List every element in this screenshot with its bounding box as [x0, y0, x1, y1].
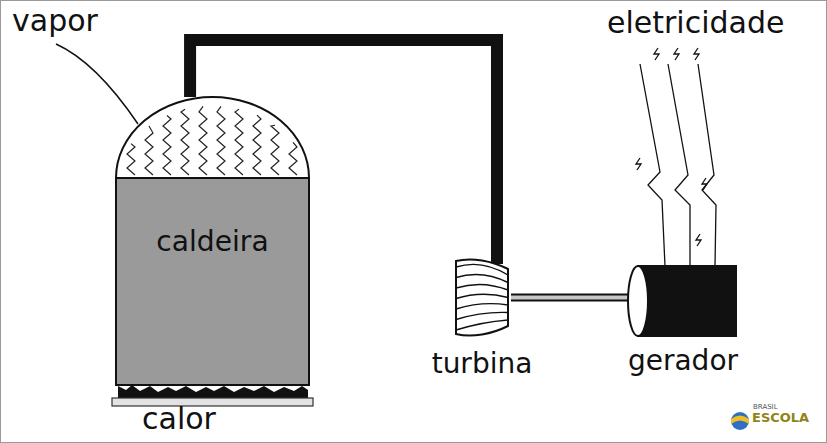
turbine-symbol: turbina [452, 255, 512, 340]
spark-symbol [636, 48, 707, 246]
generator-outline [628, 265, 738, 337]
steam-squiggle [289, 142, 297, 175]
watermark: BRASIL [753, 404, 778, 411]
steam-squiggle [199, 106, 207, 175]
flames [118, 385, 308, 398]
turbine-blade [456, 294, 508, 298]
generator-symbol: gerador [628, 265, 738, 337]
steam-squiggle [127, 144, 135, 175]
shaft-core [511, 296, 630, 300]
turbine-blade [456, 312, 508, 319]
shaft [511, 294, 630, 302]
steam-dome [116, 97, 309, 178]
generator-face [628, 266, 648, 336]
part-label: gerador [628, 345, 738, 377]
steam-squiggle [145, 126, 153, 175]
turbine-blade [456, 274, 508, 282]
box-title: caldeira [115, 226, 310, 258]
boiler-box: caldeira [115, 96, 310, 386]
electric-wire [698, 64, 716, 266]
turbine-outline [452, 255, 512, 340]
logo-globe [731, 412, 749, 430]
turbine-blade [456, 284, 508, 290]
boiler-body [116, 178, 309, 385]
steam-squiggle [163, 116, 171, 175]
steam-squiggle [217, 106, 225, 175]
watermark: ESCOLA [752, 411, 809, 426]
electric-wire [668, 64, 690, 266]
electric-wire [640, 64, 665, 266]
turbine-housing [456, 259, 508, 335]
turbine-blade [456, 264, 508, 275]
part-label: eletricidade [607, 6, 784, 41]
leader-line [56, 44, 138, 124]
turbine-blade [456, 320, 508, 330]
part-label: turbina [432, 348, 533, 380]
steam-squiggle [271, 125, 279, 175]
steam-squiggle [235, 109, 243, 175]
steam-squiggle [253, 115, 261, 175]
part-label: calor [142, 402, 216, 437]
logo-swoosh [731, 416, 749, 425]
steam-squiggle [181, 109, 189, 175]
turbine-blade [456, 304, 508, 309]
part-label: vapor [12, 4, 98, 39]
generator-body [638, 266, 736, 336]
